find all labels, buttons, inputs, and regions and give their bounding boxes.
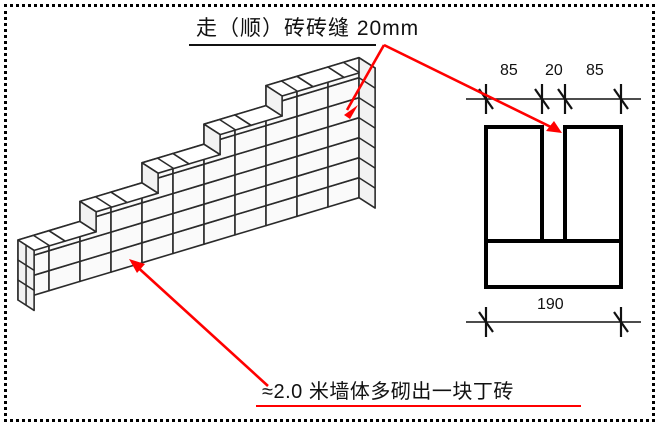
bottom-note: ≈2.0 米墙体多砌出一块丁砖 (262, 381, 514, 403)
title-callout: 走（顺）砖砖缝 20mm (189, 12, 420, 46)
arrow-to-step-line (132, 262, 269, 387)
brick-riser-face (265, 84, 283, 117)
wall-right-end-face (358, 56, 376, 209)
figure-border (4, 4, 655, 422)
bottom-dimension-ticks (478, 307, 629, 337)
arrow-to-joint-line (383, 43, 558, 132)
arrow-to-wall-line (345, 44, 386, 111)
dimension-85-left: 85 (500, 62, 518, 79)
bottom-note-callout: ≈2.0 米墙体多砌出一块丁砖 (256, 375, 581, 407)
arrow-to-joint-head (546, 121, 562, 133)
dimension-190-overall: 190 (537, 296, 564, 313)
brick-riser-face (141, 162, 159, 194)
top-dimension-ticks (478, 84, 629, 114)
page-title: 走（顺）砖砖缝 20mm (196, 17, 420, 40)
title-underline (189, 44, 376, 46)
bottom-note-underline (256, 405, 581, 407)
arrow-to-step-head (129, 259, 145, 273)
arrow-to-wall-head (344, 105, 358, 119)
brick-riser-face (79, 200, 97, 233)
brick-riser-face (203, 123, 221, 156)
section-base-course (484, 239, 623, 289)
dimension-85-right: 85 (586, 62, 604, 79)
dimension-20-joint: 20 (545, 62, 563, 79)
